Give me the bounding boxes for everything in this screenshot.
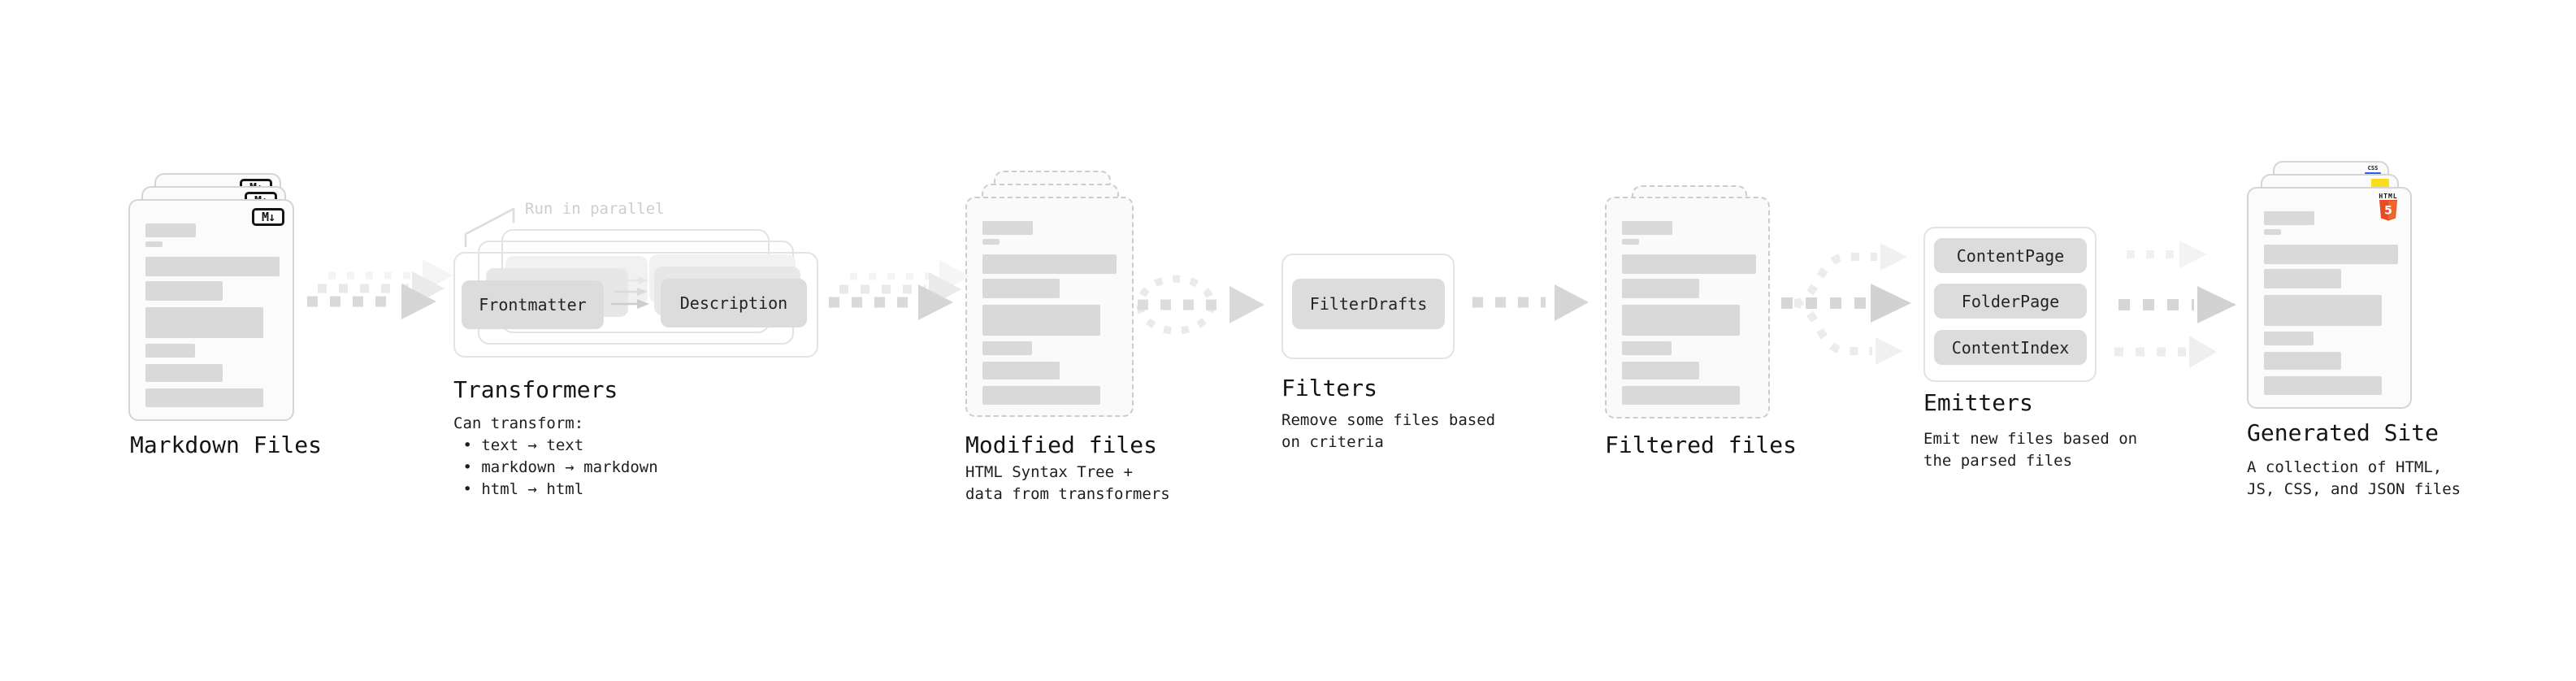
arrow-head-icon — [401, 284, 436, 319]
arrow-head-icon — [412, 271, 445, 306]
doc-text-bar — [2264, 245, 2398, 264]
doc-text-bar — [1622, 362, 1699, 380]
doc-text-bar — [145, 223, 196, 237]
doc-text-bar — [2264, 352, 2341, 370]
doc-text-bars — [145, 223, 280, 407]
markdown-icon: M↓ — [252, 208, 284, 226]
arrow-head-icon — [2189, 336, 2217, 368]
filtered-files-label: Filtered files — [1605, 432, 1798, 458]
doc-text-bar — [1622, 279, 1699, 298]
doc-text-bar — [982, 362, 1060, 380]
transformers-description: Can transform: • text → text • markdown … — [453, 414, 658, 498]
doc-text-bar — [145, 364, 223, 382]
arrow-head-icon — [929, 272, 961, 306]
arrow-head-icon — [1871, 284, 1911, 323]
emitters-description: Emit new files based on the parsed files — [1923, 430, 2138, 470]
transformer-box-front — [453, 252, 818, 358]
emitters-label: Emitters — [1923, 389, 2033, 416]
merge-loop — [1136, 275, 1216, 335]
doc-text-bar — [2264, 332, 2314, 345]
doc-text-bar — [982, 341, 1032, 355]
doc-text-bar — [982, 254, 1117, 274]
filtered-file-card-front — [1605, 197, 1770, 419]
arrow-markdown-to-transformers — [307, 259, 453, 319]
doc-text-bar — [2264, 269, 2341, 288]
doc-text-bar — [982, 279, 1060, 298]
doc-text-bar — [145, 241, 163, 247]
css-icon-text: CSS — [2367, 165, 2379, 171]
doc-text-bars — [1622, 221, 1756, 405]
doc-text-bar — [2264, 211, 2314, 225]
frontmatter-pill: Frontmatter — [462, 280, 604, 329]
transformers-label: Transformers — [453, 376, 618, 403]
doc-text-bar — [145, 388, 263, 407]
branch-up — [1793, 253, 1877, 307]
arrow-transformers-to-modified — [829, 260, 970, 320]
folderpage-pill: FolderPage — [1934, 284, 2087, 319]
doc-text-bar — [982, 305, 1100, 336]
doc-text-bar — [145, 307, 263, 338]
markdown-files-label: Markdown Files — [130, 432, 323, 458]
arrow-head-icon — [1229, 286, 1264, 323]
arrow-emitters-to-generated — [2114, 241, 2236, 368]
arrow-head-icon — [1876, 337, 1902, 365]
filters-description: Remove some files based on criteria — [1281, 411, 1496, 451]
arrow-head-icon — [2179, 241, 2207, 268]
filters-label: Filters — [1281, 375, 1378, 401]
doc-text-bar — [1622, 254, 1756, 274]
doc-text-bars — [982, 221, 1117, 405]
generated-site-label: Generated Site — [2247, 419, 2439, 446]
doc-text-bar — [2264, 229, 2281, 235]
contentpage-pill: ContentPage — [1934, 238, 2087, 273]
doc-text-bar — [145, 257, 280, 276]
doc-text-bar — [1622, 341, 1672, 355]
arrow-head-icon — [1555, 284, 1589, 321]
modified-files-label: Modified files — [965, 432, 1158, 458]
arrow-filtered-to-emitters — [1781, 243, 1911, 365]
doc-text-bar — [982, 239, 1000, 245]
modified-file-card-front — [965, 197, 1134, 417]
javascript-icon — [2371, 179, 2389, 189]
html5-icon: HTML 5 — [2376, 193, 2400, 221]
run-in-parallel-note: Run in parallel — [525, 200, 665, 218]
doc-text-bar — [2264, 376, 2382, 395]
filterdrafts-pill: FilterDrafts — [1292, 279, 1445, 329]
contentindex-pill: ContentIndex — [1934, 330, 2087, 365]
arrow-filters-to-filtered — [1472, 284, 1589, 321]
arrow-modified-to-filters — [1136, 275, 1264, 335]
arrow-head-icon — [423, 259, 453, 292]
html5-icon-text: HTML — [2379, 193, 2398, 200]
doc-text-bars — [2264, 211, 2398, 395]
doc-text-bar — [982, 221, 1033, 235]
arrow-head-icon — [918, 284, 953, 320]
doc-text-bar — [1622, 386, 1740, 405]
doc-text-bar — [1622, 239, 1639, 245]
html5-number: 5 — [2384, 205, 2392, 218]
branch-down — [1793, 299, 1872, 355]
generated-site-description: A collection of HTML, JS, CSS, and JSON … — [2247, 458, 2461, 498]
doc-text-bar — [982, 386, 1100, 405]
doc-text-bar — [1622, 221, 1672, 235]
doc-text-bar — [1622, 305, 1740, 336]
doc-text-bar — [145, 281, 223, 301]
markdown-file-card-front: M↓ — [128, 199, 294, 421]
description-pill: Description — [661, 279, 807, 327]
arrow-head-icon — [2197, 286, 2236, 323]
html5-shield: 5 — [2379, 200, 2397, 221]
doc-text-bar — [145, 344, 195, 358]
generated-html-card-front: HTML 5 — [2247, 187, 2412, 409]
doc-text-bar — [2264, 295, 2382, 326]
modified-files-description: HTML Syntax Tree + data from transformer… — [965, 463, 1170, 503]
arrow-head-icon — [1880, 243, 1907, 271]
